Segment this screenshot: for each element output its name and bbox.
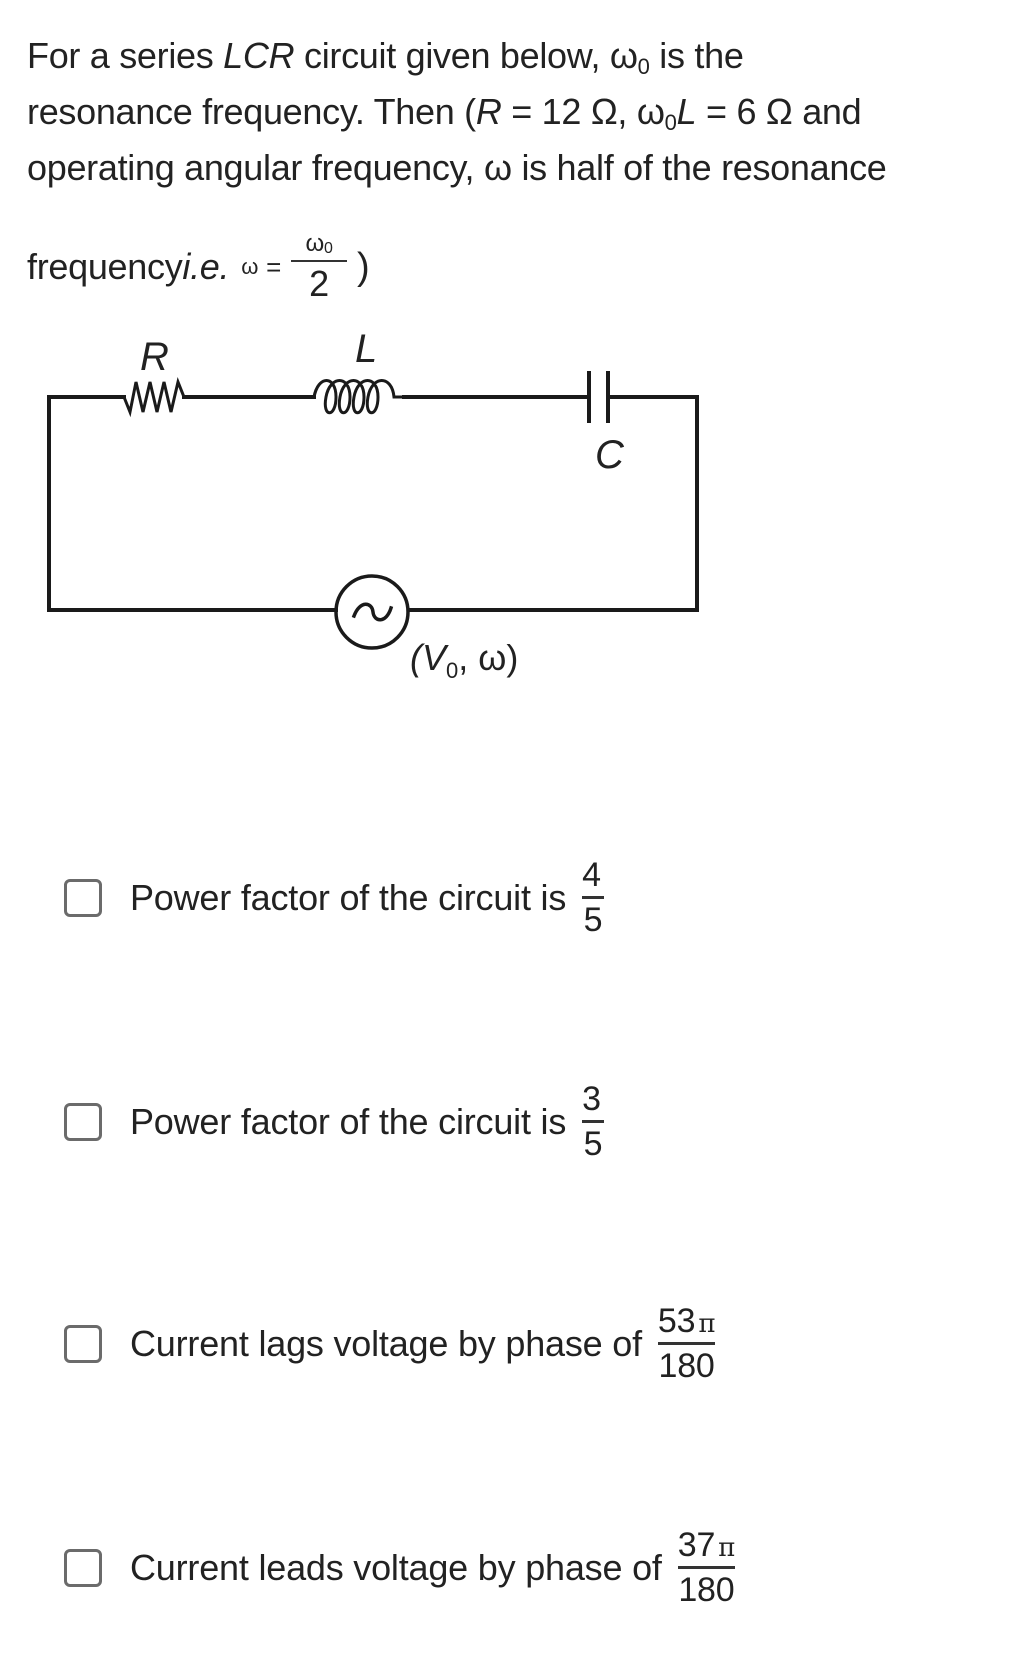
denominator: 5: [583, 1125, 603, 1163]
fraction-denominator: 2: [309, 263, 329, 304]
resistor-icon: [122, 377, 186, 418]
pi-symbol: π: [718, 1533, 736, 1563]
denominator: 5: [583, 901, 603, 939]
option-2-checkbox[interactable]: [64, 1102, 102, 1141]
option-2[interactable]: Power factor of the circuit is 3 5: [64, 1082, 608, 1161]
omega-fraction: ω0 2: [291, 230, 348, 304]
sine-wave-icon: [351, 602, 394, 622]
inductor-icon: [312, 379, 406, 415]
option-3-text: Current lags voltage by phase of: [130, 1322, 642, 1364]
subscript: 0: [664, 110, 677, 135]
ie-text: i.e.: [182, 246, 230, 287]
text: For a series: [27, 35, 224, 76]
l-symbol: L: [676, 91, 697, 132]
fraction-bar: [291, 260, 348, 262]
option-1-fraction: 4 5: [582, 858, 604, 937]
text: frequency: [27, 246, 183, 287]
question-line-4: frequency i.e. ω = ω0 2 ): [27, 222, 1007, 312]
option-4-checkbox[interactable]: [64, 1548, 102, 1587]
question-line-3: operating angular frequency, ω is half o…: [27, 147, 887, 188]
capacitor-icon: [587, 371, 610, 423]
text: = 12 Ω, ω: [501, 91, 665, 132]
option-1-text: Power factor of the circuit is: [130, 876, 567, 918]
fraction-numerator: ω: [305, 230, 324, 257]
question-line-1: For a series LCR circuit given below, ω0…: [27, 28, 1007, 84]
pi-symbol: π: [698, 1309, 716, 1339]
fraction-bar: [677, 1566, 736, 1569]
text: resonance frequency. Then (: [27, 91, 476, 132]
option-2-text: Power factor of the circuit is: [130, 1100, 567, 1142]
question-line-2: resonance frequency. Then (R = 12 Ω, ω0L…: [27, 84, 1007, 140]
denominator: 180: [678, 1571, 735, 1609]
text: is the: [649, 35, 744, 76]
equals-sign: =: [266, 252, 282, 282]
r-symbol: R: [475, 91, 502, 132]
omega-symbol: ω: [241, 254, 259, 279]
inductor-label: L: [355, 327, 377, 371]
numerator: 4: [582, 856, 601, 894]
fraction-bar: [582, 1120, 604, 1123]
resistor-label: R: [140, 335, 169, 379]
option-1[interactable]: Power factor of the circuit is 4 5: [64, 858, 608, 937]
option-2-fraction: 3 5: [582, 1082, 604, 1161]
source-label: (V0, ω): [410, 637, 518, 683]
lcr-circuit-diagram: R L C (V0, ω): [47, 327, 699, 683]
text: circuit given below, ω: [294, 35, 638, 76]
option-3-checkbox[interactable]: [64, 1324, 102, 1363]
capacitor-label: C: [595, 433, 625, 477]
subscript: 0: [637, 54, 650, 79]
numerator: 53: [657, 1302, 696, 1340]
question-text: For a series LCR circuit given below, ω0…: [27, 28, 1007, 312]
subscript: 0: [323, 240, 333, 257]
option-1-checkbox[interactable]: [64, 878, 102, 917]
lcr-term: LCR: [223, 35, 295, 76]
ac-source-icon: [334, 574, 410, 650]
option-4-text: Current leads voltage by phase of: [130, 1546, 662, 1588]
denominator: 180: [658, 1347, 715, 1385]
numerator: 3: [582, 1080, 601, 1118]
fraction-bar: [657, 1342, 716, 1345]
numerator: 37: [677, 1526, 716, 1564]
close-paren: ): [357, 246, 370, 288]
fraction-bar: [582, 896, 604, 899]
wire-top-4: [606, 395, 699, 612]
text: = 6 Ω and: [696, 91, 862, 132]
